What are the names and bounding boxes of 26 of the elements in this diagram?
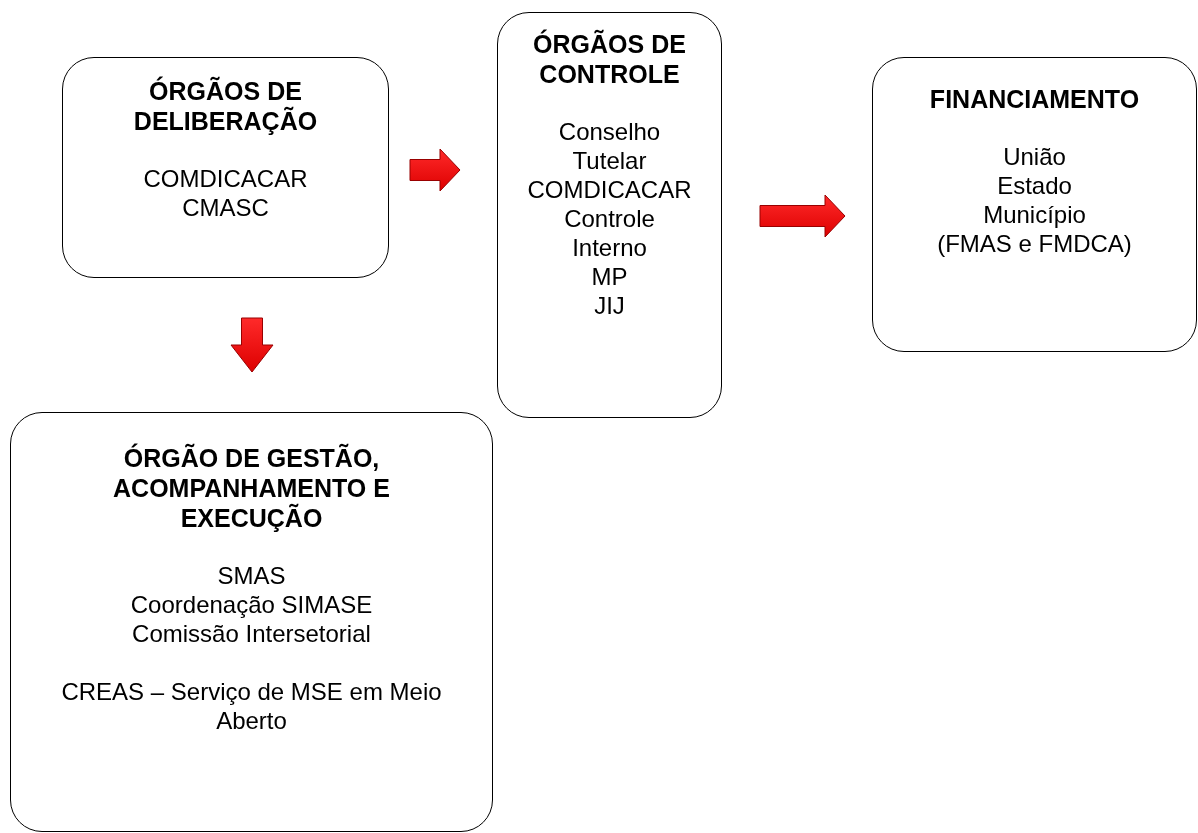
- list-item: Controle Interno: [564, 204, 655, 262]
- list-item: MP: [591, 262, 628, 291]
- list-item: COMDICACAR: [527, 175, 692, 204]
- list-item: (FMAS e FMDCA): [937, 229, 1132, 258]
- block-arrow: [230, 317, 274, 373]
- rounded-box: [497, 12, 722, 418]
- list-item: CMASC: [182, 193, 269, 222]
- list-item: COMDICACAR: [143, 164, 308, 193]
- list-item: Coordenação SIMASE: [130, 590, 373, 619]
- box-heading: ÓRGÃOS DE DELIBERAÇÃO: [132, 76, 319, 136]
- list-item: SMAS: [217, 561, 286, 590]
- box-heading: ÓRGÃOS DE CONTROLE: [532, 29, 687, 89]
- block-arrow: [409, 148, 461, 192]
- list-item: União: [1003, 142, 1066, 171]
- rounded-box: [872, 57, 1197, 352]
- rounded-box: [10, 412, 493, 832]
- list-item: Conselho Tutelar: [558, 117, 661, 175]
- list-item: JIJ: [594, 291, 625, 320]
- list-item: CREAS – Serviço de MSE em Meio Aberto: [60, 677, 443, 735]
- list-item: Estado: [997, 171, 1072, 200]
- list-item: Município: [983, 200, 1086, 229]
- list-item: Comissão Intersetorial: [132, 619, 371, 648]
- box-heading: ÓRGÃO DE GESTÃO, ACOMPANHAMENTO E EXECUÇÃO: [112, 443, 391, 533]
- block-arrow: [759, 194, 846, 238]
- rounded-box: [62, 57, 389, 278]
- box-heading: FINANCIAMENTO: [929, 84, 1140, 114]
